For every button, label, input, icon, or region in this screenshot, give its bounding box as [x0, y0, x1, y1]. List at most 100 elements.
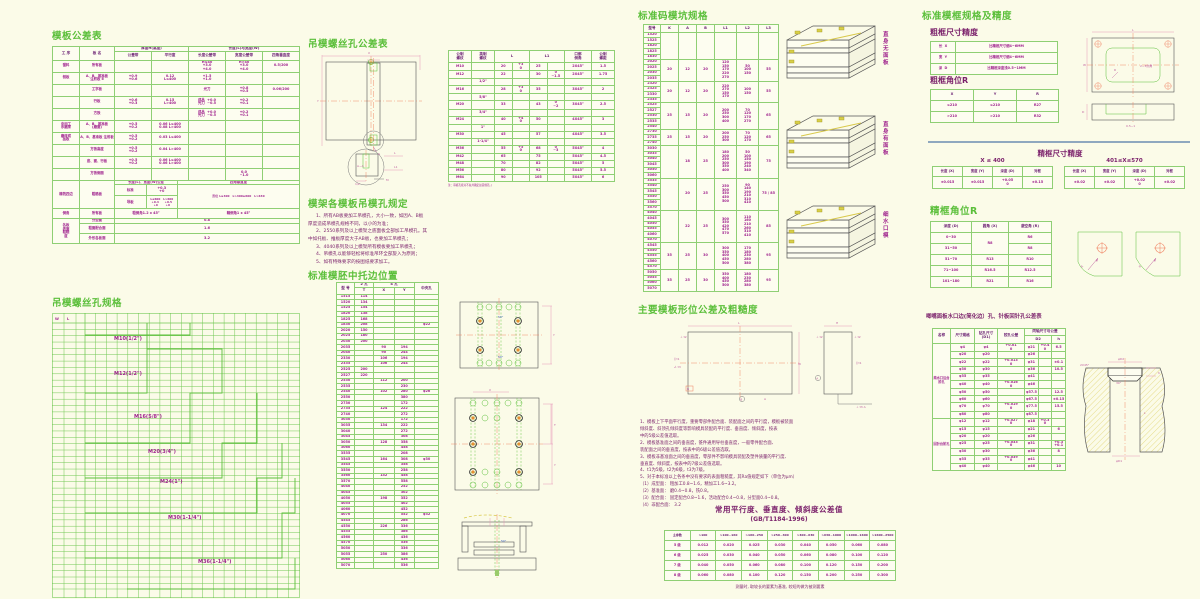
cell-center-dia: [414, 316, 439, 323]
cell-L3: 85: [758, 209, 779, 244]
cell-center-dia: [414, 416, 439, 424]
cell-size: φ20: [950, 432, 975, 441]
dim-D1: φD1: [1116, 459, 1122, 463]
cell-T: [354, 562, 374, 569]
dim-D2: φD2: [1118, 357, 1124, 361]
cell-size: φ22: [950, 358, 975, 368]
cell-corner-radius: R16.5: [971, 265, 1009, 277]
cell-h: ±0.15: [1051, 395, 1066, 404]
cell-L1-tol: [546, 93, 565, 102]
cell-fine-value-3: ±0.02: [1154, 176, 1185, 189]
cell-center-dia: φ30: [414, 456, 439, 463]
rule-line-1: 厚度造成吊模孔规格不同，以小的为准；: [308, 221, 391, 227]
th-corner-radius: 圆角 (X): [971, 221, 1009, 233]
cell-L1-tol: 0 −3: [546, 144, 565, 154]
cell-T: [354, 467, 374, 474]
gdt-mark-3: ∠ t3: [674, 365, 681, 369]
table-row: ±0.02±0.02+0.02 0±0.02: [1064, 176, 1185, 189]
clamp-marker-3: [788, 49, 795, 54]
th-fine-3: 对框: [1022, 166, 1053, 177]
cell-value-5: 0.080: [817, 550, 845, 561]
cell-chamfer: 2X45°: [564, 70, 592, 80]
cell-L1-tol: [546, 108, 565, 117]
cell-pitch: 4: [591, 144, 615, 154]
cell-L: 28: [494, 85, 513, 95]
cell-center-dia: [414, 428, 439, 435]
cell-process: 中间工 序磨床: [52, 119, 80, 133]
section-title-sprue-tolerance: 唧嘴面板水口边(简化边）孔、针板回针孔公差表: [926, 314, 1042, 320]
cell-process: [52, 167, 80, 181]
rule-line-2: 2、2550系列及以上模架之底面板全部加工吊模孔。其: [316, 229, 428, 235]
cell-center-dia: [414, 338, 439, 346]
cell-L2: 170 180 230 280 380: [736, 242, 759, 271]
mold-assembly-section-diagram: 50°: [457, 514, 537, 578]
cell-T: [354, 428, 374, 435]
cell-L1-tol: [546, 123, 565, 132]
cell-depth: 0~30: [930, 232, 972, 244]
cell-rough-v1: 1.6: [114, 222, 300, 234]
cell-tolerance: [114, 107, 152, 121]
cell-L1: 350 400 450 500: [714, 269, 737, 292]
cell-L3: 55: [758, 80, 779, 104]
cell-value-2: 0.025: [740, 540, 768, 551]
clamp-marker-0: [794, 210, 801, 215]
cell-perpendicularity: [262, 155, 300, 169]
cell-center-dia: [414, 355, 439, 362]
cell-D2: φ26: [1024, 432, 1039, 441]
th-fine-2: 深度 (D): [1124, 166, 1155, 177]
cell-ream-tol: [997, 395, 1025, 404]
th-process: 工 序: [52, 46, 80, 61]
cell-depth: 71~100: [930, 265, 972, 277]
clamp-marker-1: [816, 208, 823, 213]
plate-note-8: 5、对于本标准以上各条中没有要求的表面粗糙度，其Ra值规定如下（单位为μm）: [640, 475, 797, 481]
cell-center-dia: [414, 366, 439, 374]
cell-value-3: 0.030: [766, 540, 794, 551]
subtitle-fine-frame-dim: 精框尺寸精度: [1037, 149, 1083, 158]
cell-chamfer-plate: 所有板: [79, 208, 115, 220]
cell-D2: φ36: [1024, 447, 1039, 456]
cell-T: 168: [354, 316, 374, 323]
relief-label-right: R: [1138, 264, 1142, 268]
cell-std-key: 标准: [114, 184, 147, 197]
plate-note-9: （1）成型面： 粗加工0.8~1.6，精加工1.6~3.2。: [640, 482, 739, 488]
cell-drill: φ35: [974, 373, 998, 382]
th-fine-0: 长度 (X): [932, 166, 963, 177]
cell-L: 80: [494, 166, 513, 175]
gbt-standard-code: (GB/T1184-1996): [750, 516, 808, 523]
cell-K: 20: [660, 58, 679, 82]
cell-imperial: 1": [471, 123, 495, 132]
dim-axis-label: L: [1144, 411, 1146, 415]
cell-L1-tol: [546, 159, 565, 168]
cell-center-dia: [414, 383, 439, 390]
section-title-lifting-screw-spec: 吊模螺丝孔规格: [52, 298, 123, 309]
fine-frame-left-wrap: X ≤ 400 长度 (X)宽度 (Y)深度 (D)对框 ±0.015±0.01…: [932, 158, 1053, 189]
gbt-tolerance-table: 主参数>100>100~160>160~250>250~400>400~630>…: [664, 530, 896, 581]
lifting-hole-rules-section: 模架各模板吊模孔规定 1、所有AB板要加工吊模孔，大小一致，如因A、B板厚度造成…: [308, 196, 608, 268]
cell-parallelism: [151, 167, 189, 181]
step-boundary-4: [85, 443, 283, 514]
cell-L-tol: [511, 100, 530, 110]
cell-size: φ12: [950, 417, 975, 427]
cell-depth: 31~50: [930, 243, 972, 255]
cell-ream-tol: +0.013 0: [997, 358, 1025, 368]
cell-L1: 200 250 300: [714, 129, 737, 147]
cell-value-7: 0.120: [869, 550, 896, 561]
cell-center-dia: [414, 472, 439, 480]
cell-L: [494, 78, 513, 87]
cell-value-6: 0.250: [843, 570, 871, 581]
cell-corner-radius: R8: [971, 232, 1009, 255]
lifting-screw-step-chart: M10(1/2") M12(1/2") M16(5/8") M20(3/4") …: [52, 313, 300, 598]
cell-center-dia: [414, 439, 439, 446]
